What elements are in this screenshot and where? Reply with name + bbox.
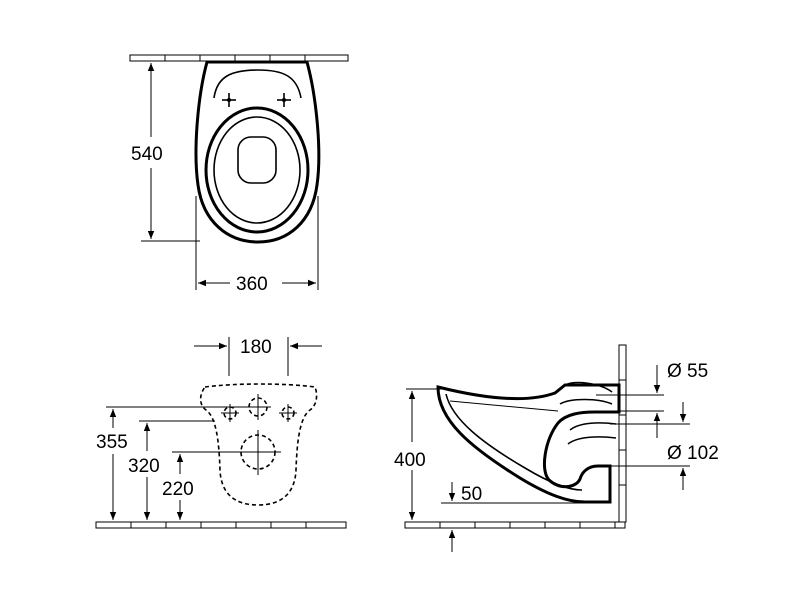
dimension-180-label: 180 [240, 337, 272, 358]
dimension-220: 220 [162, 451, 237, 520]
seat-ring-inner [213, 116, 301, 224]
dimension-d55-label: Ø 55 [667, 361, 708, 382]
side-rim-line [449, 400, 559, 412]
front-view-floor [95, 521, 347, 529]
front-outlet-icon [236, 430, 281, 475]
front-inlet-icon [245, 394, 271, 420]
dimension-220-label: 220 [162, 479, 194, 500]
dimension-d102: Ø 102 [610, 402, 719, 490]
side-bowl-inner [445, 393, 583, 491]
dimension-540-label: 540 [131, 144, 163, 165]
top-view: 540 360 [129, 54, 349, 295]
side-view-floor [404, 521, 626, 529]
dimension-540: 540 [131, 60, 200, 242]
fixing-hole-right-icon [277, 93, 291, 107]
front-view: 180 355 320 220 [95, 337, 347, 529]
side-inlet [559, 381, 613, 405]
dimension-360: 360 [195, 196, 319, 295]
dimension-355-label: 355 [96, 432, 128, 453]
dimension-400: 400 [394, 388, 445, 520]
side-view-wall [618, 344, 627, 523]
rim-line [213, 69, 302, 99]
fixing-hole-left-icon [222, 93, 236, 107]
dimension-50: 50 [441, 482, 590, 552]
front-bowl-outline [199, 383, 318, 506]
side-bowl-outline [436, 383, 621, 504]
side-view: 400 50 Ø 55 Ø 102 [394, 344, 719, 552]
bowl-outline [194, 60, 321, 244]
top-view-wall [129, 54, 349, 62]
dimension-d102-label: Ø 102 [667, 443, 719, 464]
front-fixing-hole-right-icon [279, 404, 297, 422]
seat-ring-outer [204, 106, 310, 234]
bowl-opening [237, 136, 277, 184]
side-outlet [567, 422, 617, 445]
dimension-355: 355 [96, 406, 245, 520]
dimension-320-label: 320 [128, 456, 160, 477]
dimension-320: 320 [128, 420, 215, 520]
dimension-180: 180 [194, 337, 322, 376]
dimension-400-label: 400 [394, 450, 426, 471]
dimension-50-label: 50 [461, 484, 482, 505]
dimension-360-label: 360 [236, 274, 268, 295]
dimension-d55: Ø 55 [596, 361, 708, 438]
